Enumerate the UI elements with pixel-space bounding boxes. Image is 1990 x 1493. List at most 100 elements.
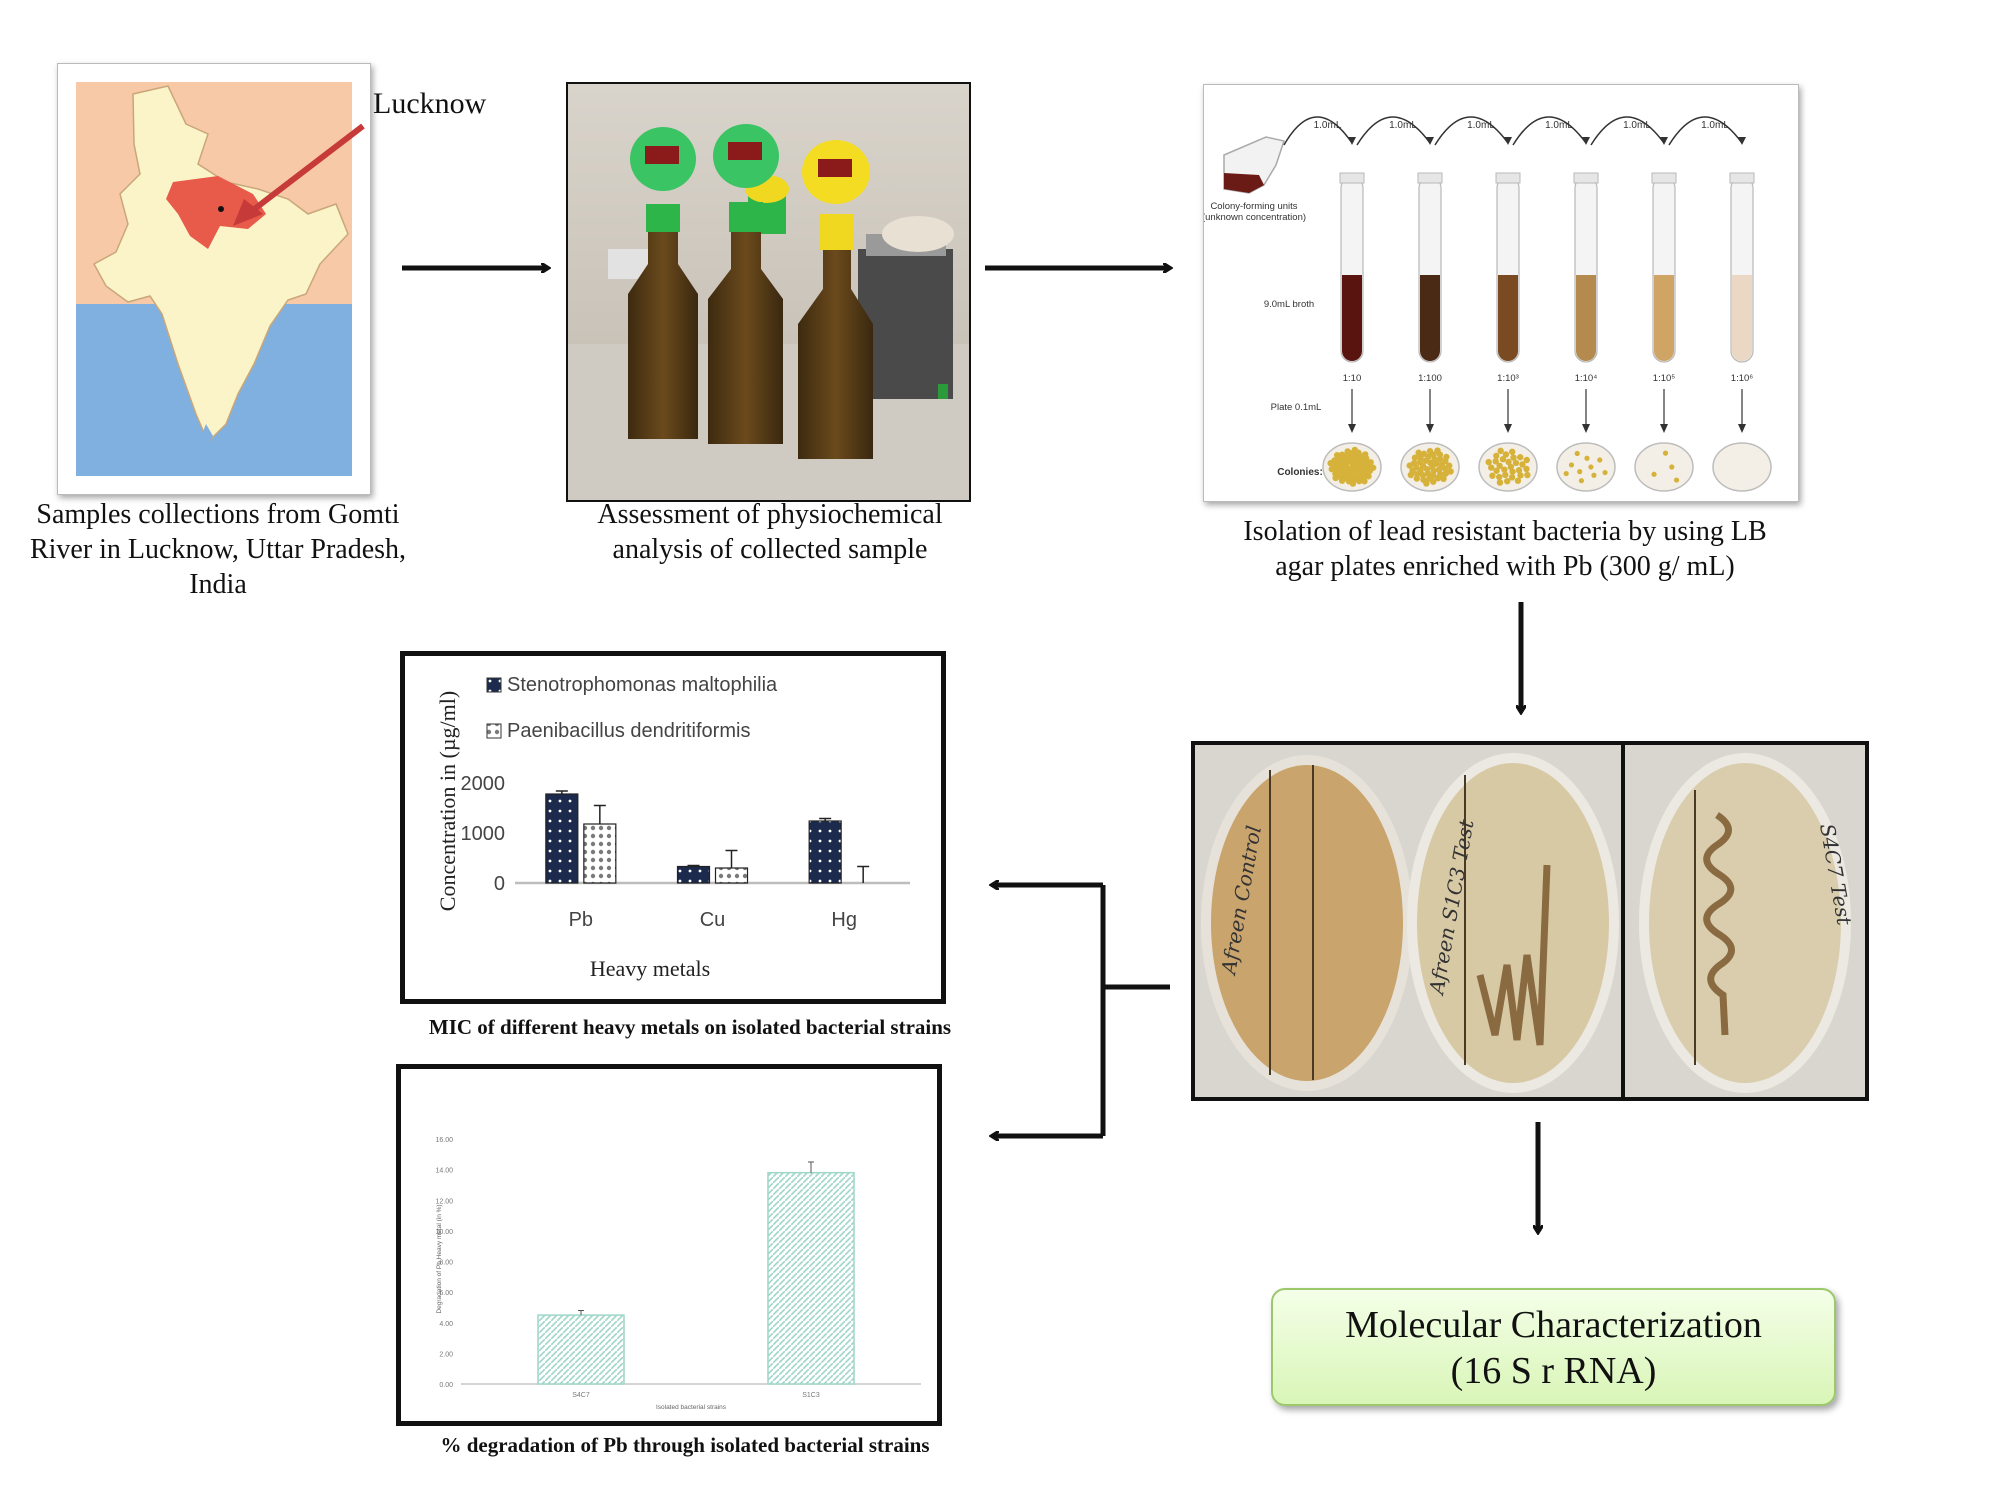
petri-plates-panel: Afreen Control Afreen S1C3 Test S4C7 Tes… bbox=[1191, 741, 1869, 1101]
mic-bar-paenibacillus-Pb bbox=[583, 823, 617, 884]
tube-rim-5 bbox=[1651, 172, 1677, 184]
serial-dilution-illustration: Colony-forming units (unknown concentrat… bbox=[1204, 116, 1772, 492]
dilution-ratio-5: 1:10⁵ bbox=[1653, 373, 1675, 384]
colony-dot bbox=[1509, 468, 1516, 475]
colony-dot bbox=[1669, 464, 1675, 470]
molecular-characterization-box: Molecular Characterization (16 S r RNA) bbox=[1271, 1288, 1836, 1406]
mic-chart: Concentration in (µg/ml)Heavy metals0100… bbox=[435, 674, 910, 981]
dilution-caption: Isolation of lead resistant bacteria by … bbox=[1243, 516, 1767, 582]
colony-dot bbox=[1411, 454, 1419, 461]
colony-dot bbox=[1369, 464, 1377, 471]
colony-dot bbox=[1496, 462, 1503, 470]
colony-dot bbox=[1362, 451, 1369, 458]
transfer-arrow-6 bbox=[1668, 116, 1743, 146]
colony-dot bbox=[1512, 459, 1520, 467]
uttar-pradesh-region bbox=[166, 176, 266, 249]
tube-liquid-1 bbox=[1342, 275, 1362, 361]
mic-legend-swatch-1 bbox=[486, 677, 502, 693]
plate-arrowhead-2 bbox=[1426, 424, 1434, 433]
mic-y-tick-2000: 2000 bbox=[461, 773, 506, 795]
colony-dot bbox=[1523, 465, 1530, 473]
degradation-chart: 0.002.004.006.008.0010.0012.0014.0016.00… bbox=[435, 1137, 921, 1411]
colony-dot bbox=[1568, 462, 1575, 468]
plate-control: Afreen Control bbox=[1201, 755, 1413, 1091]
colony-dot bbox=[1430, 467, 1437, 475]
colony-dot bbox=[1505, 458, 1512, 466]
colony-dot bbox=[1497, 447, 1504, 455]
deg-y-tick-4: 8.00 bbox=[439, 1260, 453, 1267]
colony-dot bbox=[1406, 462, 1413, 469]
colony-dot bbox=[1434, 447, 1441, 454]
mic-y-tick-0: 0 bbox=[494, 873, 505, 895]
transfer-label-5: 1.0mL bbox=[1623, 120, 1651, 131]
bottles-photo-illustration bbox=[568, 84, 969, 500]
colony-dot bbox=[1440, 475, 1447, 483]
colony-dot bbox=[1493, 467, 1500, 474]
colony-dot bbox=[1447, 468, 1454, 475]
colony-dot bbox=[1349, 480, 1357, 487]
lucknow-pointer-arrow bbox=[246, 123, 365, 217]
colony-dot bbox=[1509, 448, 1516, 455]
source-label-2: (unknown concentration) bbox=[1204, 212, 1306, 223]
colony-dot bbox=[1367, 459, 1374, 466]
mic-y-tick-1000: 1000 bbox=[461, 823, 506, 845]
colony-dot bbox=[1508, 474, 1516, 481]
colony-dot bbox=[1407, 471, 1415, 479]
deg-y-axis-title: Degradation of Pb Heavy metal (in %) bbox=[436, 1204, 443, 1313]
colony-dot bbox=[1517, 454, 1524, 461]
colony-dot bbox=[1327, 460, 1334, 467]
colony-dot bbox=[1504, 477, 1511, 485]
colony-dot bbox=[1436, 455, 1444, 463]
transfer-arrowhead-6 bbox=[1738, 137, 1746, 145]
transfer-arrow-1 bbox=[1283, 116, 1353, 146]
mic-bar-stenotrophomonas-Cu bbox=[676, 865, 711, 884]
colony-dot bbox=[1517, 472, 1524, 479]
colonies-label: Colonies: bbox=[1277, 467, 1323, 478]
colony-dot bbox=[1485, 458, 1492, 466]
colony-dot bbox=[1434, 475, 1442, 482]
colony-dot bbox=[1328, 465, 1335, 473]
tube-rim-1 bbox=[1339, 172, 1365, 184]
colony-dot bbox=[1488, 464, 1495, 471]
colony-dot bbox=[1524, 471, 1531, 479]
colony-dot bbox=[1662, 450, 1669, 456]
colony-dot bbox=[1496, 479, 1504, 486]
transfer-label-4: 1.0mL bbox=[1545, 120, 1573, 131]
dilution-ratio-4: 1:10⁴ bbox=[1575, 373, 1598, 384]
india-map-illustration bbox=[76, 82, 365, 476]
plate-s4c7: S4C7 Test bbox=[1639, 753, 1857, 1093]
colony-dot bbox=[1502, 451, 1510, 458]
molecular-line1: Molecular Characterization bbox=[1345, 1304, 1762, 1346]
colony-dot bbox=[1563, 470, 1569, 477]
dilution-ratio-6: 1:10⁶ bbox=[1731, 373, 1753, 384]
colony-dot bbox=[1502, 471, 1509, 479]
colony-dot bbox=[1413, 475, 1420, 482]
serial-dilution-panel: Colony-forming units (unknown concentrat… bbox=[1203, 84, 1799, 502]
colony-dot bbox=[1332, 474, 1339, 482]
tube-liquid-3 bbox=[1498, 275, 1518, 361]
colony-dot bbox=[1361, 478, 1368, 485]
colony-dot bbox=[1430, 478, 1437, 485]
tube-liquid-2 bbox=[1420, 275, 1440, 361]
tube-liquid-4 bbox=[1576, 275, 1596, 361]
mic-legend-swatch-2 bbox=[486, 723, 502, 739]
transfer-label-6: 1.0mL bbox=[1701, 120, 1729, 131]
deg-x-tick-S1C3: S1C3 bbox=[802, 1392, 820, 1399]
transfer-arrow-5 bbox=[1590, 116, 1665, 146]
mic-x-tick-Pb: Pb bbox=[569, 909, 593, 931]
tube-liquid-5 bbox=[1654, 275, 1674, 361]
plate-arrowhead-1 bbox=[1348, 424, 1356, 433]
deg-y-tick-5: 10.00 bbox=[435, 1229, 453, 1236]
agar-plate-6 bbox=[1712, 442, 1772, 492]
transfer-arrow-2 bbox=[1356, 116, 1431, 146]
transfer-arrow-3 bbox=[1434, 116, 1509, 146]
colony-dot bbox=[1577, 469, 1583, 475]
tube-liquid-6 bbox=[1732, 275, 1752, 361]
colony-dot bbox=[1578, 478, 1585, 484]
dilution-ratio-3: 1:10³ bbox=[1497, 373, 1519, 384]
plate-arrowhead-3 bbox=[1504, 424, 1512, 433]
colony-dot bbox=[1501, 466, 1508, 473]
colony-dot bbox=[1602, 469, 1608, 476]
colony-dot bbox=[1597, 457, 1603, 463]
map-caption: Samples collections from Gomti River in … bbox=[29, 499, 407, 600]
